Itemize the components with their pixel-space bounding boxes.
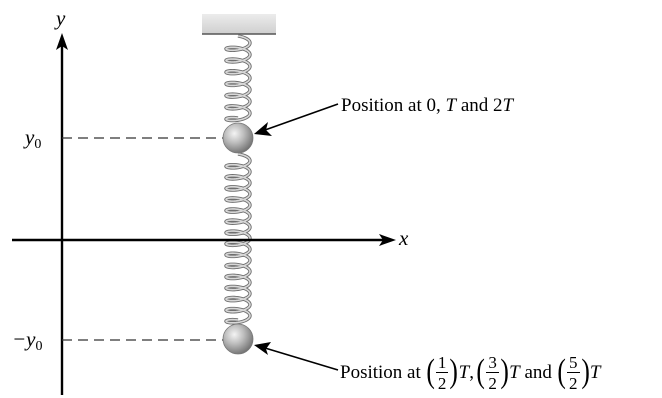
y0-var: y [25,125,35,149]
rparen-2: ) [500,353,509,390]
lparen-3: ( [557,353,566,390]
rparen-1: ) [449,353,459,390]
mass-upper-position [222,122,254,154]
x-axis-arrowhead [379,234,396,246]
pointer-arrow-lower [264,347,339,371]
period-T-3: T [589,362,601,383]
spring-coil-highlight [225,35,251,122]
period-T-1: T [458,362,470,383]
annotation-upper-prefix: Position at 0, [341,95,446,116]
annotation-upper-middle: and 2 [456,95,503,116]
spring-coil-highlight [225,153,251,324]
annotation-lower: Position at ( 1 2 ) T , ( 3 2 ) T and ( … [340,350,600,396]
fraction-1-denominator: 2 [437,374,447,393]
neg-y0-label: −y0 [12,329,43,354]
fraction-3-numerator: 5 [567,353,580,373]
pointer-arrow-upper [264,103,339,131]
fraction-three-halves: 3 2 [486,354,499,392]
annotation-upper-T1: T [445,95,457,116]
fraction-five-halves: 5 2 [567,354,580,392]
y0-subscript: 0 [34,137,42,152]
period-T-2: T [509,362,520,383]
fraction-2-numerator: 3 [486,353,499,373]
neg-y0-subscript: 0 [35,339,43,354]
ceiling-support [202,14,276,34]
lparen-1: ( [425,353,435,390]
annotation-upper: Position at 0, T and 2T [341,96,513,115]
fraction-2-denominator: 2 [488,374,497,393]
fraction-one-half: 1 2 [435,353,449,393]
fraction-3-denominator: 2 [569,374,578,393]
and-text: and [519,362,557,383]
rparen-3: ) [580,353,590,390]
x-axis-label: x [399,226,409,250]
annotation-lower-prefix: Position at [340,362,426,383]
neg-y0-var: −y [12,327,36,351]
fraction-1-numerator: 1 [435,353,449,373]
annotation-upper-T2: T [502,95,514,116]
y-axis-label: y [56,6,66,30]
y0-label: y0 [25,127,41,152]
spring-upper [224,34,252,123]
mass-lower-position [222,323,254,355]
spring-lower [224,152,252,325]
y-axis-arrowhead [56,33,68,50]
pointer-arrowhead-lower [254,342,271,355]
pointer-arrowhead-upper [254,122,272,136]
comma-1: , [469,362,474,383]
lparen-2: ( [476,353,485,390]
